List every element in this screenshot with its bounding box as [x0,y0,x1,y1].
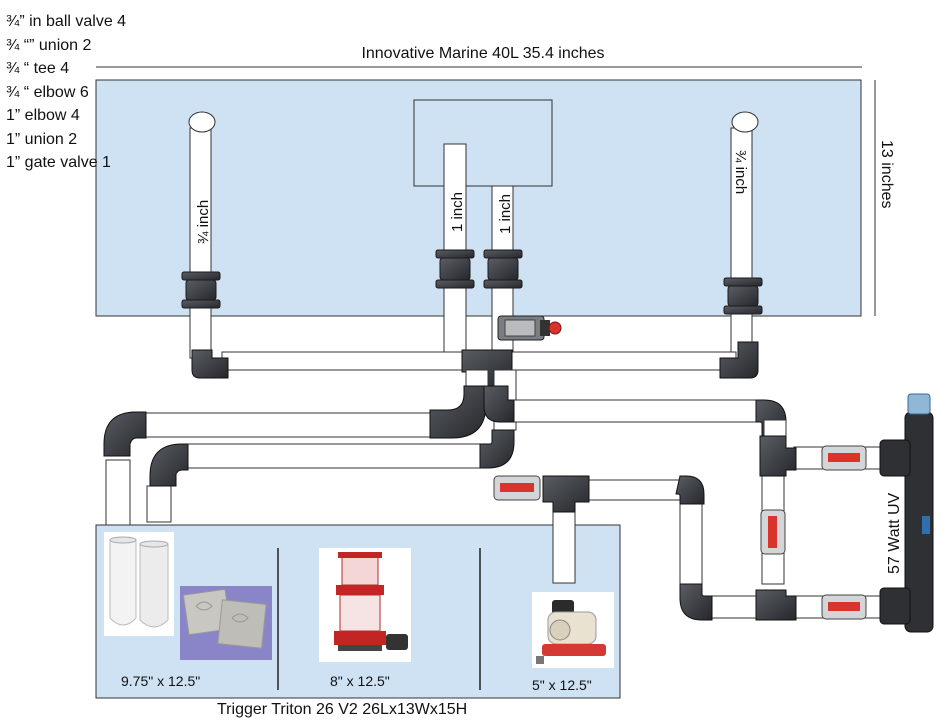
return-drop-pipe [679,499,703,585]
elbow-return-bottom-left [679,583,713,621]
sump-title: Trigger Triton 26 V2 26Lx13Wx15H [217,701,467,718]
elbow-drain-upper-left [103,411,147,457]
return-horizontal-top [587,479,683,501]
union-center-left [435,249,475,289]
filter-socks-image [104,532,174,636]
protein-skimmer-image [319,548,411,662]
left-pipe-size-label: ¾ inch [195,200,212,244]
union-right [723,277,763,315]
filter-size-label: 9.75" x 12.5" [121,673,200,689]
elbow-drain-lower-left [149,443,189,487]
center-right-pipe-size-label: 1 inch [497,194,514,234]
tee-uv-top [759,435,797,477]
parts-list-item: ¾ “ elbow 6 [6,83,89,101]
manifold-fittings [191,341,759,387]
parts-list: ¾” in ball valve 4 ¾ “” union 2 ¾ “ tee … [6,10,126,175]
sump-drop-left [105,459,131,527]
parts-list-item: ¾ “” union 2 [6,36,92,54]
gate-valve [497,315,562,341]
display-tank-title: Innovative Marine 40L 35.4 inches [361,45,604,62]
overflow-box [413,99,553,187]
right-pipe-size-label: ¾ inch [732,150,749,194]
parts-list-item: ¾” in ball valve 4 [6,13,127,30]
right-return-nozzle [731,111,759,133]
return-pump-image [532,592,614,668]
elbow-drain-lower-right [479,429,515,469]
elbow-left-manifold [191,349,229,379]
parts-list-item: 1” union 2 [6,130,78,148]
unions [181,249,763,315]
pump-size-label: 5" x 12.5" [532,677,592,693]
elbow-drain-upper-right [429,385,487,439]
parts-list-item: 1” elbow 4 [6,107,80,124]
parts-list-item: ¾ “ tee 4 [6,60,70,77]
elbow-right-manifold [719,341,759,379]
manifold-pipes [221,351,737,371]
return-bottom-pipe [709,595,761,619]
drain-pipe-left [443,143,467,355]
parts-list-item: 1” gate valve 1 [6,154,111,171]
drain-run-upper [145,412,431,438]
elbow-return-top-right [675,475,705,505]
pump-riser-pipe [552,504,576,584]
union-center-right [483,249,523,289]
drain-run-lower [187,443,481,469]
display-tank-height-label: 13 inches [878,140,895,209]
elbow-return-tee-top [483,385,515,423]
tee-return-top [542,475,590,513]
union-left [181,271,221,309]
ball-valve-bypass [760,509,786,555]
uv-sterilizer: 57 Watt UV [879,393,934,633]
ball-valve-uv-top [821,445,867,471]
ball-valve-uv-bottom [821,594,867,620]
tee-uv-bottom [755,589,797,621]
ball-valve-pump [493,475,541,501]
left-return-nozzle [188,111,216,133]
sump-drop-right [146,485,172,523]
filter-sponge-image [180,586,272,660]
uv-label: 57 Watt UV [886,492,903,574]
drain-return-upper [509,399,757,423]
ball-valves [493,445,867,620]
center-left-pipe-size-label: 1 inch [449,192,466,232]
skimmer-size-label: 8" x 12.5" [330,673,390,689]
